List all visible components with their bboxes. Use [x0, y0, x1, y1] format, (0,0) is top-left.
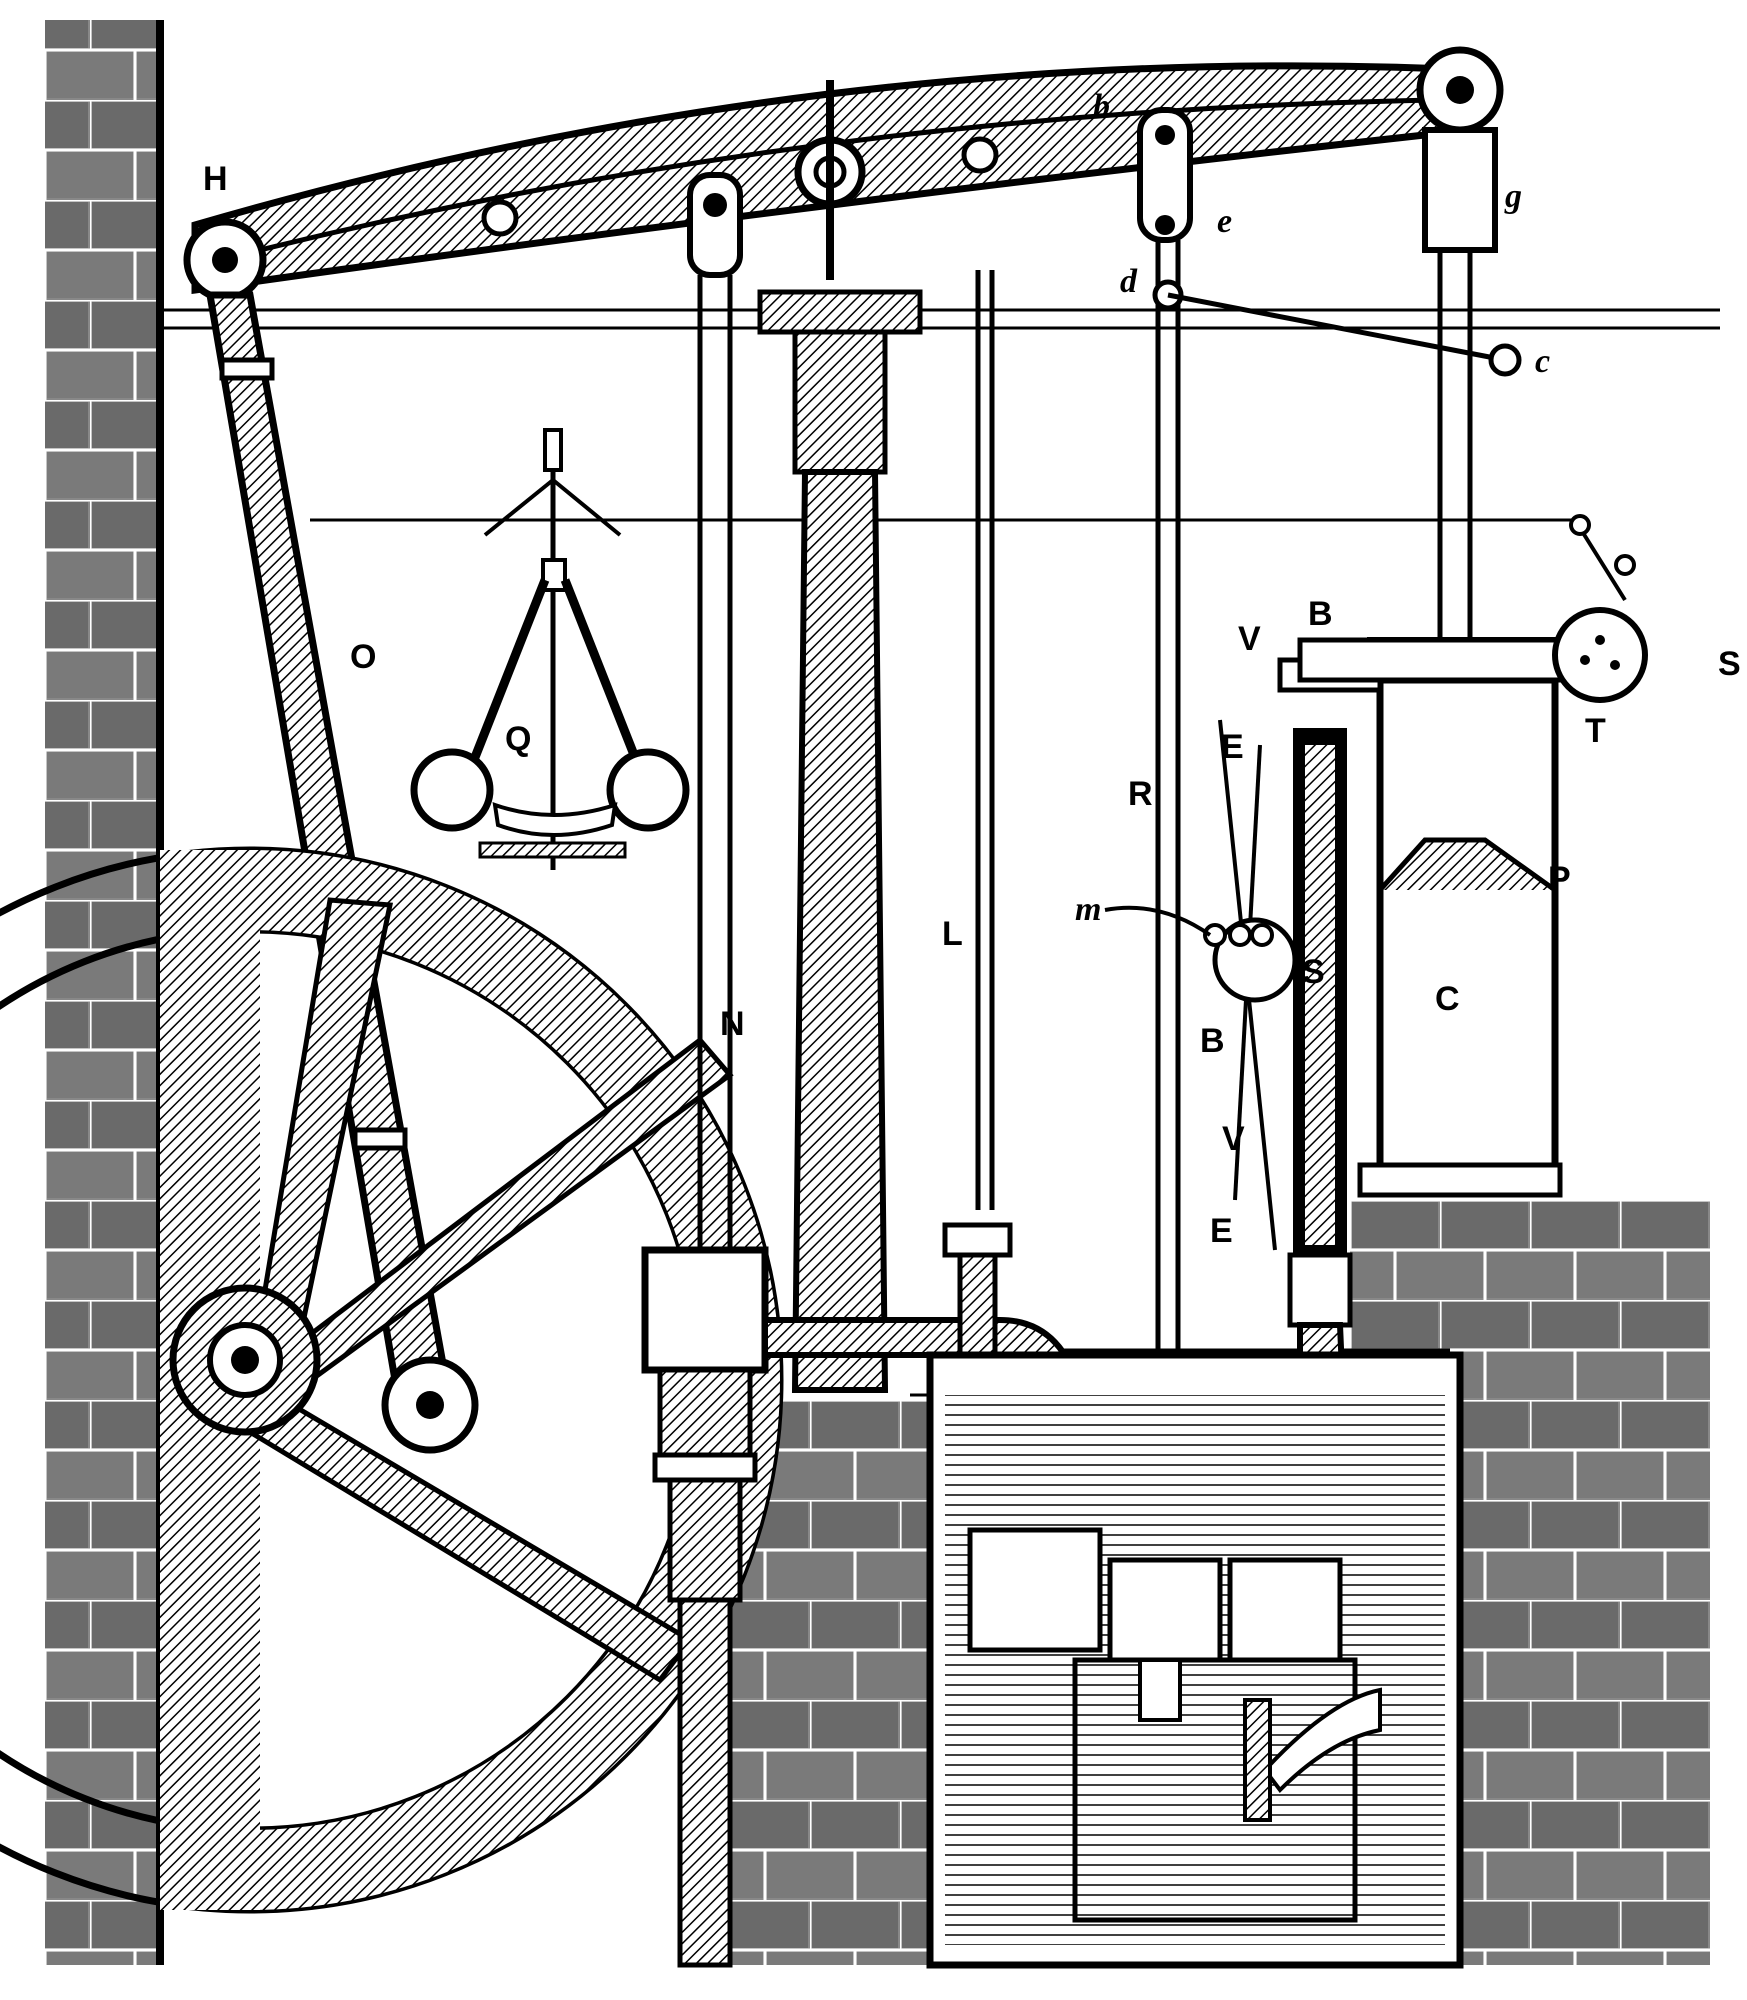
label-e-top: E: [1221, 728, 1244, 766]
pump-rod-n: [641, 172, 1084, 1968]
flywheel: [0, 846, 784, 1914]
label-c-cylinder: C: [1435, 980, 1460, 1018]
diagram-labels: H b g e d c O Q V B S T E R P m S L C B …: [203, 88, 1741, 1250]
label-b: b: [1093, 88, 1110, 125]
valve-chest: [1297, 514, 1648, 703]
label-n: N: [720, 1005, 745, 1043]
central-brick-base: [680, 1300, 1710, 1965]
label-e: e: [1217, 203, 1232, 240]
governor: [410, 428, 690, 870]
central-pillar: [757, 289, 923, 1393]
label-q: Q: [505, 720, 531, 758]
label-b-mid: B: [1200, 1022, 1225, 1060]
label-v-mid: V: [1222, 1120, 1245, 1158]
label-s-right: S: [1718, 645, 1741, 683]
label-t: T: [1585, 712, 1606, 750]
label-v-top: V: [1238, 620, 1261, 658]
walking-beam: [191, 46, 1504, 295]
label-e-low: E: [1210, 1212, 1233, 1250]
label-d: d: [1120, 263, 1138, 300]
label-r: R: [1128, 775, 1153, 813]
label-o: O: [350, 638, 376, 676]
label-c: c: [1535, 343, 1550, 380]
label-m: m: [1075, 891, 1101, 928]
label-g: g: [1504, 178, 1522, 215]
cylinder-c: [1277, 127, 1563, 1198]
label-h: H: [203, 160, 228, 198]
label-p: P: [1548, 860, 1571, 898]
label-b-top: B: [1308, 595, 1333, 633]
left-brick-wall: [45, 20, 164, 1965]
condenser-tank: [926, 1351, 1464, 1969]
label-l: L: [942, 915, 963, 953]
connecting-rod: [183, 218, 450, 1384]
label-s: S: [1302, 953, 1325, 991]
